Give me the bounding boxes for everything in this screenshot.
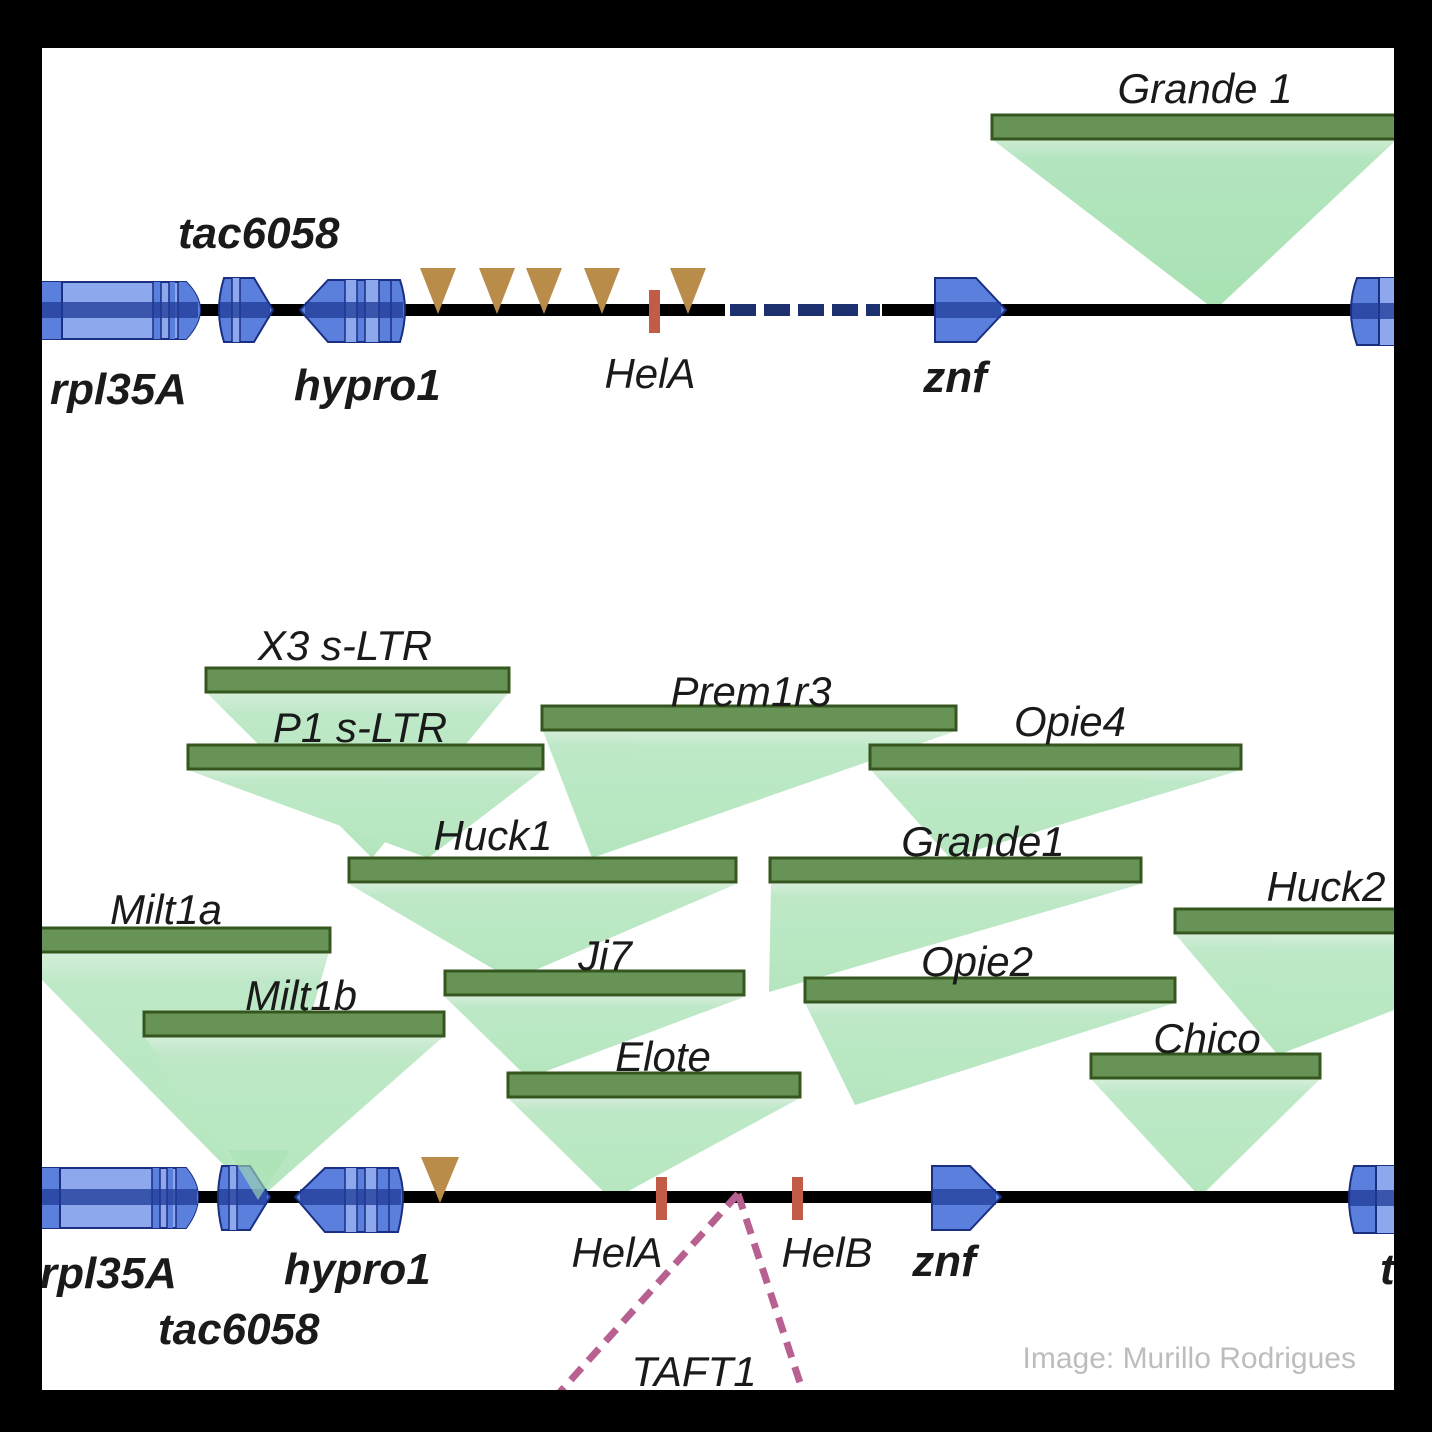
insertion-wedge-milt-tip (228, 1150, 290, 1200)
insertion-wedge-huck1 (349, 884, 736, 980)
te-label-p1-s-ltr: P1 s-LTR (273, 704, 447, 751)
te-label-grande1: Grande1 (901, 818, 1064, 865)
image-credit: Image: Murillo Rodrigues (1023, 1342, 1356, 1375)
gene-tac6058-top[interactable] (217, 277, 275, 343)
insertion-wedge-opie2 (805, 1003, 1175, 1105)
insertion-wedge-ji7 (445, 997, 744, 1078)
helitron-label-helA-bottom: HelA (571, 1229, 662, 1276)
gene-label-truncated-bottom: t (1380, 1245, 1394, 1294)
gene-label-znf-top: znf (922, 353, 991, 402)
small-insertion-marker (479, 268, 515, 314)
te-bar-opie4[interactable] (868, 743, 1243, 771)
te-label-ji7: Ji7 (577, 932, 633, 979)
insertion-wedge-milt1b (144, 1036, 444, 1200)
te-label-opie4: Opie4 (1014, 698, 1126, 745)
te-label-chico: Chico (1153, 1015, 1260, 1062)
te-bar-huck2[interactable] (1173, 907, 1394, 935)
gene-label-hypro1-bottom: hypro1 (284, 1245, 431, 1294)
te-label-huck1: Huck1 (433, 812, 552, 859)
taft1-insertion[interactable] (557, 1191, 807, 1390)
gene-hypro1-top[interactable] (298, 279, 407, 343)
te-bar-milt1a[interactable] (42, 926, 332, 954)
insertion-wedge-huck2 (1176, 935, 1394, 1055)
small-insertion-marker (420, 268, 456, 314)
small-insertion-marker (421, 1157, 459, 1203)
gene-znf-top[interactable] (934, 277, 1008, 343)
bottom-track: X3 s-LTR P1 s-LTR Prem1r3 Opie4 Huck1 Gr… (42, 622, 1394, 1390)
gene-label-tac6058-top: tac6058 (178, 209, 340, 258)
te-bar-milt1b[interactable] (142, 1010, 446, 1038)
gene-rpl35A-bottom[interactable] (42, 1167, 200, 1229)
te-bar-x3-s-ltr[interactable] (204, 666, 511, 694)
te-bar-p1-s-ltr[interactable] (186, 743, 545, 771)
gene-label-tac6058-bottom: tac6058 (158, 1305, 320, 1354)
gene-truncated-bottom[interactable] (1347, 1165, 1394, 1234)
te-bar-opie2[interactable] (803, 976, 1177, 1004)
small-insertion-marker (670, 268, 706, 314)
gene-label-rpl35A-top: rpl35A (50, 365, 187, 414)
gene-znf-bottom[interactable] (931, 1165, 1003, 1231)
insertion-wedges (42, 692, 1394, 1200)
insertion-wedge-p1-s-ltr (188, 770, 543, 858)
insertion-wedge-chico (1091, 1079, 1320, 1197)
te-label-elote: Elote (615, 1033, 711, 1080)
gene-rpl35A-top[interactable] (42, 281, 202, 340)
genome-diagram: Grande 1 rpl35A tac6058 (42, 65, 1394, 1390)
helitron-mark-helB-bottom[interactable] (792, 1177, 803, 1220)
insertion-wedge-prem1r3 (543, 731, 956, 858)
te-label-grande-1: Grande 1 (1117, 65, 1292, 112)
helitron-label-helA-top: HelA (604, 350, 695, 397)
te-bar-chico[interactable] (1089, 1052, 1322, 1080)
helitron-label-helB-bottom: HelB (781, 1229, 872, 1276)
insertion-wedge-grande1 (769, 884, 1141, 992)
gene-truncated-top[interactable] (1349, 277, 1394, 346)
small-insertion-marker (584, 268, 620, 314)
gene-label-rpl35A-bottom: rpl35A (42, 1249, 177, 1298)
gene-label-znf-bottom: znf (911, 1237, 980, 1286)
gene-hypro1-bottom[interactable] (293, 1167, 405, 1233)
te-bar-elote[interactable] (506, 1071, 802, 1099)
small-insertion-marker (526, 268, 562, 314)
top-track: Grande 1 rpl35A tac6058 (42, 65, 1394, 414)
helitron-mark-helA-bottom[interactable] (656, 1177, 667, 1220)
te-bar-grande-1[interactable] (990, 113, 1394, 141)
te-label-x3-s-ltr: X3 s-LTR (257, 622, 432, 669)
te-bar-prem1r3[interactable] (540, 704, 958, 732)
te-bar-grande1[interactable] (768, 856, 1143, 884)
te-bar-huck1[interactable] (347, 856, 738, 884)
gene-label-hypro1-top: hypro1 (294, 361, 441, 410)
te-bar-ji7[interactable] (443, 969, 746, 997)
te-label-prem1r3: Prem1r3 (670, 668, 831, 715)
te-label-milt1a: Milt1a (110, 886, 222, 933)
diagram-frame: Grande 1 rpl35A tac6058 (42, 48, 1394, 1390)
taft1-label: TAFT1 (631, 1348, 756, 1390)
insertion-wedge-opie4 (871, 770, 1241, 858)
insertion-wedge-elote (508, 1098, 800, 1200)
te-label-opie2: Opie2 (921, 938, 1033, 985)
te-label-milt1b: Milt1b (245, 972, 357, 1019)
insertion-wedge-grande-1 (993, 140, 1394, 310)
te-label-huck2: Huck2 (1266, 863, 1385, 910)
helitron-mark-helA-top[interactable] (649, 290, 660, 333)
